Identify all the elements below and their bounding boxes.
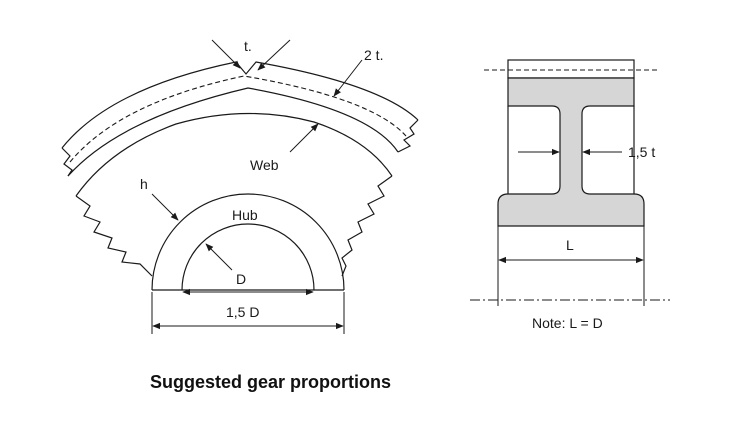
label-l: L	[566, 237, 574, 253]
rim-right-break	[397, 119, 419, 153]
web-left-break	[75, 195, 153, 277]
gear-cross-section: 1,5 t L Note: L = D	[470, 59, 670, 331]
bore-arc	[181, 223, 315, 291]
root-circle-dashed	[69, 75, 407, 163]
label-d: D	[236, 271, 246, 287]
label-web: Web	[250, 157, 279, 173]
web-right-break	[341, 175, 393, 277]
note-l-equals-d: Note: L = D	[532, 315, 603, 331]
label-15t: 1,5 t	[628, 144, 655, 160]
leader-t-right	[257, 39, 291, 71]
label-15d: 1,5 D	[226, 304, 259, 320]
rim-inner-arc	[67, 87, 399, 177]
diagram-caption: Suggested gear proportions	[150, 372, 391, 392]
leader-web	[289, 123, 319, 153]
label-hub: Hub	[232, 207, 258, 223]
label-h: h	[140, 176, 148, 192]
leader-t-left	[211, 39, 241, 69]
label-t: t.	[244, 38, 252, 54]
gear-front-view: t. 2 t. Web h Hub D 1,5 D	[61, 38, 419, 334]
web-outer-arc	[75, 112, 393, 197]
leader-2t	[333, 59, 363, 97]
hub-outer-arc	[151, 193, 345, 291]
leader-h	[151, 193, 179, 221]
label-2t: 2 t.	[364, 47, 383, 63]
rim-left-break	[61, 147, 73, 177]
leader-d	[205, 243, 233, 271]
rim-outer-arc	[61, 61, 419, 149]
rim-section-top	[507, 59, 635, 79]
